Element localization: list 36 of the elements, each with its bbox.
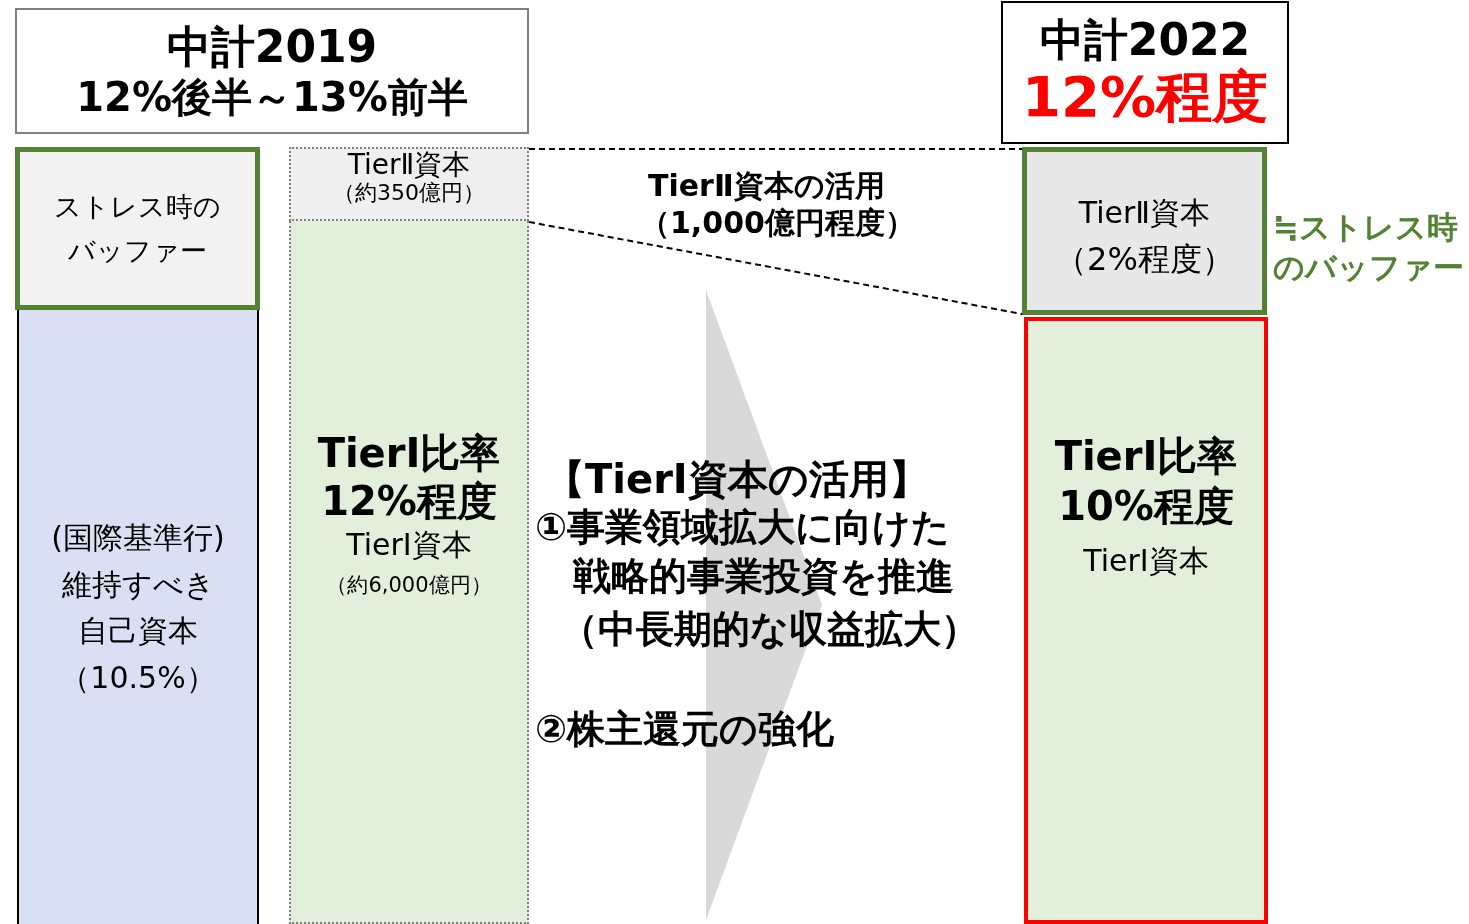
- statement-text: 【TierⅠ資本の活用】: [545, 455, 929, 504]
- statement-text: ②株主還元の強化: [535, 706, 835, 753]
- box-label: TierⅠ資本: [1083, 542, 1209, 580]
- box-label: 10%程度: [1058, 482, 1234, 531]
- capital-bar: [1024, 317, 1268, 924]
- box-label: TierⅡ資本: [347, 149, 471, 181]
- statement-text: ①事業領域拡大に向けた戦略的事業投資を推進: [535, 504, 955, 601]
- box-label: (国際基準行): [51, 519, 225, 557]
- capital-bar: [289, 221, 529, 924]
- capital-box: [1022, 147, 1267, 315]
- box-label: （約6,000億円）: [326, 572, 492, 599]
- box-label: （2%程度）: [1055, 238, 1234, 280]
- caption-text: TierⅡ資本の活用: [648, 167, 885, 205]
- box-label: 12%程度: [321, 477, 497, 525]
- box-label: 維持すべき自己資本: [60, 565, 216, 650]
- heading-text: 12%後半～13%前半: [76, 73, 468, 122]
- capital-box: [289, 147, 529, 221]
- heading-text: 中計2022: [1039, 16, 1251, 65]
- heading-text: 中計2019: [166, 20, 378, 74]
- box-label: TierⅠ比率: [317, 429, 501, 477]
- heading-text: 12%程度: [1021, 64, 1268, 129]
- dashed-line: [528, 148, 1023, 150]
- heading-box: [15, 8, 529, 134]
- buffer-box: [15, 147, 260, 310]
- capital-bar: [17, 310, 259, 924]
- box-label: （約350億円）: [333, 181, 485, 206]
- box-label: （10.5%）: [60, 658, 216, 697]
- box-label: TierⅠ資本: [346, 526, 472, 564]
- heading-box: [1001, 1, 1289, 144]
- statement-text: （中長期的な収益拡大）: [560, 606, 979, 653]
- box-label: ストレス時のバッファー: [53, 190, 222, 268]
- note-text: ≒ストレス時のバッファー: [1273, 208, 1465, 288]
- caption-text: （1,000億円程度）: [640, 204, 915, 242]
- box-label: TierⅠ比率: [1054, 432, 1238, 481]
- box-label: TierⅡ資本: [1078, 193, 1211, 232]
- dashed-line: [528, 221, 1023, 315]
